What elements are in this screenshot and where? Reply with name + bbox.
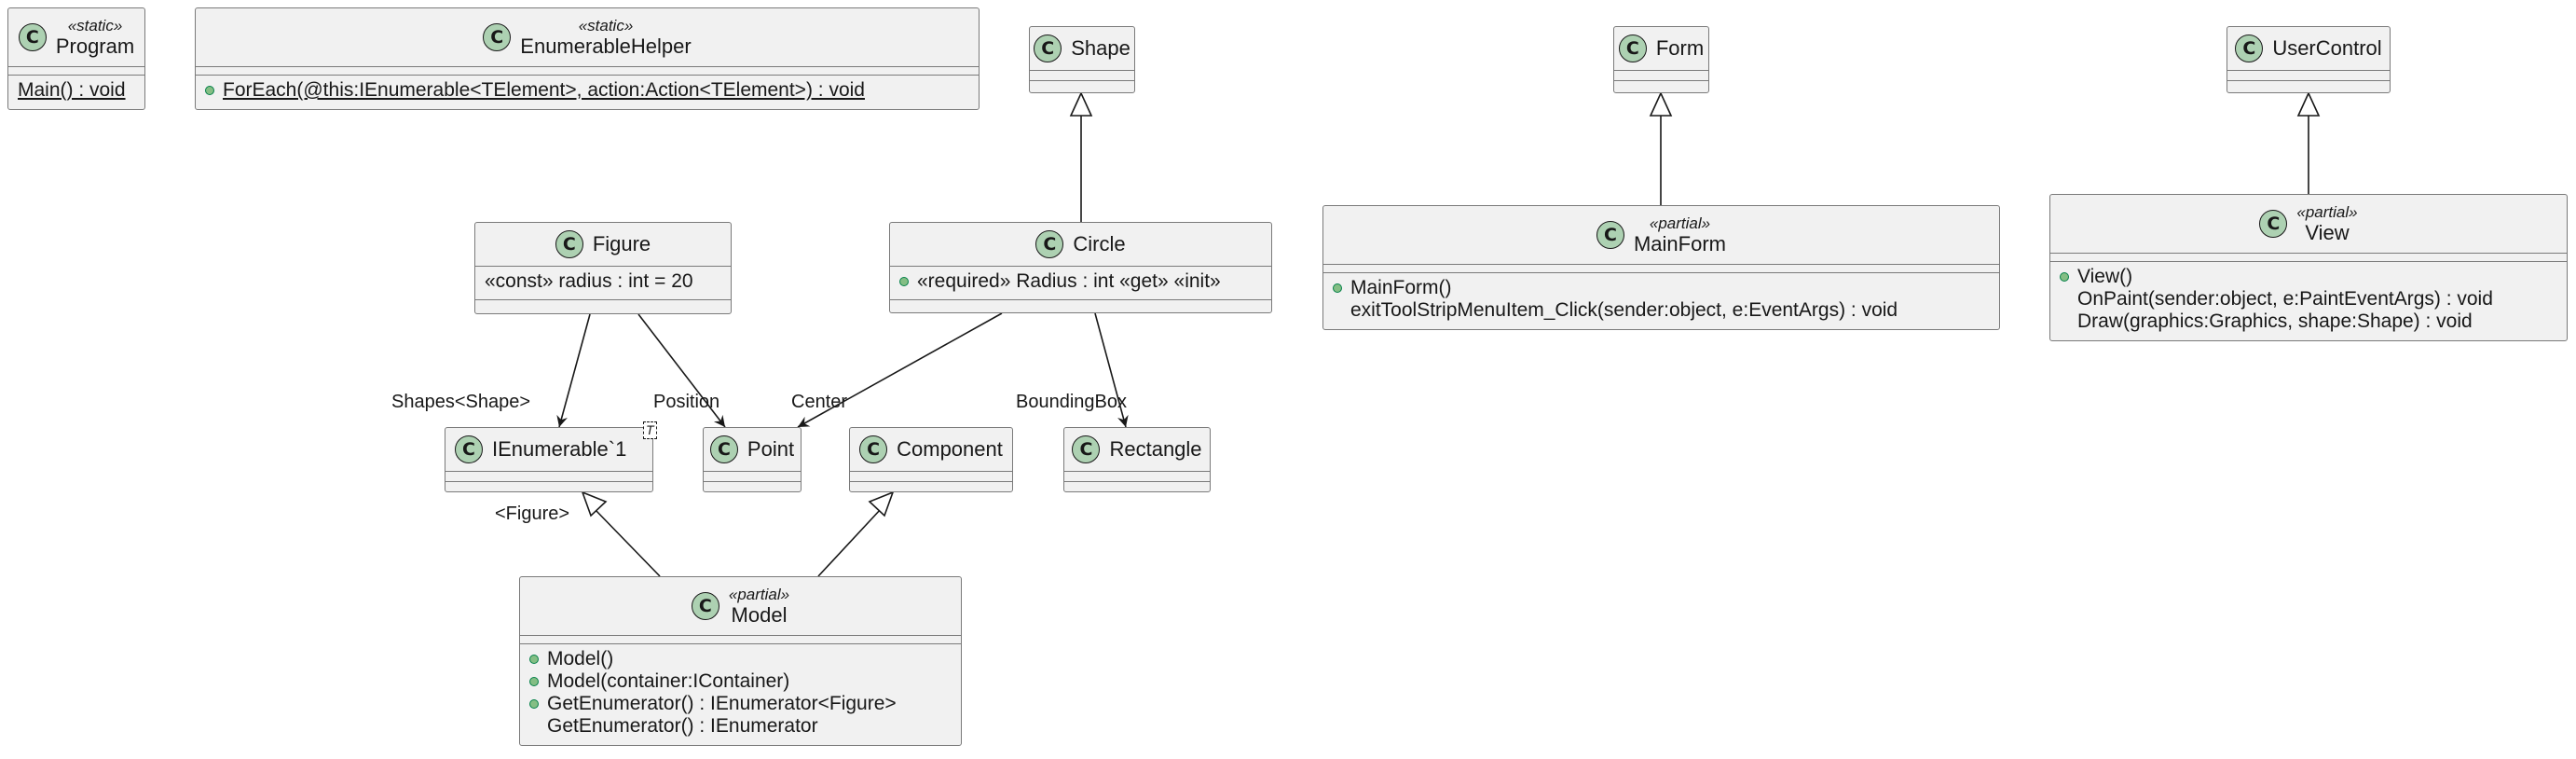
class-view[interactable]: C «partial» View View() OnPaint(sender:o… (2049, 194, 2568, 341)
method-row: GetEnumerator() : IEnumerator (529, 715, 952, 738)
class-figure[interactable]: C Figure «const» radius : int = 20 (474, 222, 732, 314)
class-c-circle-icon: C (483, 23, 512, 51)
class-name: Point (747, 437, 795, 461)
inheritance-view-usercontrol (2296, 91, 2321, 194)
association-circle-center (797, 312, 1003, 428)
class-stereotype: «partial» (1649, 214, 1711, 232)
class-program[interactable]: C «static» Program Main() : void (7, 7, 145, 110)
class-name: Form (1655, 36, 1705, 60)
class-c-circle-icon: C (455, 435, 483, 463)
method-row: exitToolStripMenuItem_Click(sender:objec… (1333, 299, 1990, 322)
class-name: Circle (1073, 232, 1126, 255)
class-enumerable-helper[interactable]: C «static» EnumerableHelper ForEach(@thi… (195, 7, 980, 110)
method-row: Model() (529, 648, 952, 670)
method-text: Model(container:IContainer) (547, 670, 790, 692)
class-c-circle-icon: C (859, 435, 888, 463)
class-main-form[interactable]: C «partial» MainForm MainForm() exitTool… (1322, 205, 2000, 330)
method-text: GetEnumerator() : IEnumerator (547, 715, 818, 737)
field-row: «required» Radius : int «get» «init» (899, 270, 1262, 293)
method-text: Draw(graphics:Graphics, shape:Shape) : v… (2077, 310, 2473, 332)
class-c-circle-icon: C (1072, 435, 1101, 463)
field-row: «const» radius : int = 20 (485, 270, 721, 293)
field-text: «required» Radius : int «get» «init» (917, 270, 1221, 292)
public-visibility-icon (1333, 283, 1342, 293)
class-name: Model (731, 603, 788, 628)
class-stereotype: «partial» (2296, 202, 2358, 221)
class-form[interactable]: C Form (1613, 26, 1709, 93)
edge-label-shapes: Shapes<Shape> (391, 392, 531, 412)
method-row: OnPaint(sender:object, e:PaintEventArgs)… (2060, 288, 2557, 310)
class-name: UserControl (2272, 36, 2382, 60)
public-visibility-icon (529, 677, 539, 686)
class-c-circle-icon: C (2259, 210, 2288, 238)
class-name: Figure (592, 232, 651, 255)
association-circle-boundingbox (1094, 312, 1129, 428)
public-visibility-icon (899, 277, 909, 286)
edge-label-position: Position (653, 392, 720, 412)
class-circle[interactable]: C Circle «required» Radius : int «get» «… (889, 222, 1272, 313)
class-ienumerable[interactable]: C IEnumerable`1 (445, 427, 653, 492)
class-c-circle-icon: C (709, 435, 738, 463)
class-name: Rectangle (1109, 437, 1202, 461)
method-text: Model() (547, 648, 614, 669)
type-parameter-badge: T (643, 421, 657, 439)
class-name: EnumerableHelper (520, 34, 692, 59)
class-name: Shape (1071, 36, 1130, 60)
method-text: ForEach(@this:IEnumerable<TElement>, act… (223, 79, 865, 101)
method-row: MainForm() (1333, 277, 1990, 299)
class-name: IEnumerable`1 (492, 437, 627, 461)
field-text: «const» radius : int = 20 (485, 270, 693, 292)
class-c-circle-icon: C (691, 592, 719, 620)
class-rectangle[interactable]: C Rectangle (1063, 427, 1211, 492)
edge-label-bounding-box: BoundingBox (1016, 392, 1127, 412)
class-point[interactable]: C Point (703, 427, 802, 492)
method-row: GetEnumerator() : IEnumerator<Figure> (529, 693, 952, 715)
class-c-circle-icon: C (1618, 34, 1647, 62)
class-name: Program (55, 34, 135, 59)
public-visibility-icon (529, 699, 539, 709)
class-shape[interactable]: C Shape (1029, 26, 1135, 93)
inheritance-model-ienumerable (581, 490, 661, 577)
method-row: Draw(graphics:Graphics, shape:Shape) : v… (2060, 310, 2557, 333)
association-figure-position (637, 313, 726, 428)
inheritance-circle-shape (1069, 91, 1093, 222)
class-component[interactable]: C Component (849, 427, 1013, 492)
class-c-circle-icon: C (18, 23, 47, 51)
class-name: View (2305, 221, 2350, 245)
association-figure-shapes (556, 313, 591, 428)
method-row: Main() : void (18, 79, 135, 102)
class-stereotype: «static» (67, 16, 123, 34)
class-c-circle-icon: C (1035, 230, 1064, 258)
class-name: Component (897, 437, 1003, 461)
method-text: View() (2077, 266, 2133, 287)
edge-label-figure-binding: <Figure> (495, 504, 570, 524)
inheritance-model-component (817, 490, 895, 577)
class-user-control[interactable]: C UserControl (2227, 26, 2391, 93)
class-name: MainForm (1633, 232, 1726, 256)
public-visibility-icon (529, 655, 539, 664)
class-c-circle-icon: C (1034, 34, 1062, 62)
method-row: View() (2060, 266, 2557, 288)
edge-label-center: Center (791, 392, 848, 412)
class-c-circle-icon: C (1596, 221, 1624, 249)
class-c-circle-icon: C (2235, 34, 2264, 62)
method-row: ForEach(@this:IEnumerable<TElement>, act… (205, 79, 969, 102)
class-stereotype: «partial» (728, 585, 790, 603)
method-text: OnPaint(sender:object, e:PaintEventArgs)… (2077, 288, 2493, 310)
public-visibility-icon (205, 86, 214, 95)
method-row: Model(container:IContainer) (529, 670, 952, 693)
method-text: exitToolStripMenuItem_Click(sender:objec… (1350, 299, 1898, 321)
class-stereotype: «static» (578, 16, 634, 34)
method-text: MainForm() (1350, 277, 1452, 298)
method-text: GetEnumerator() : IEnumerator<Figure> (547, 693, 897, 714)
method-text: Main() : void (18, 79, 126, 101)
class-model[interactable]: C «partial» Model Model() Model(containe… (519, 576, 962, 746)
class-c-circle-icon: C (555, 230, 583, 258)
public-visibility-icon (2060, 272, 2069, 282)
inheritance-mainform-form (1649, 91, 1673, 205)
